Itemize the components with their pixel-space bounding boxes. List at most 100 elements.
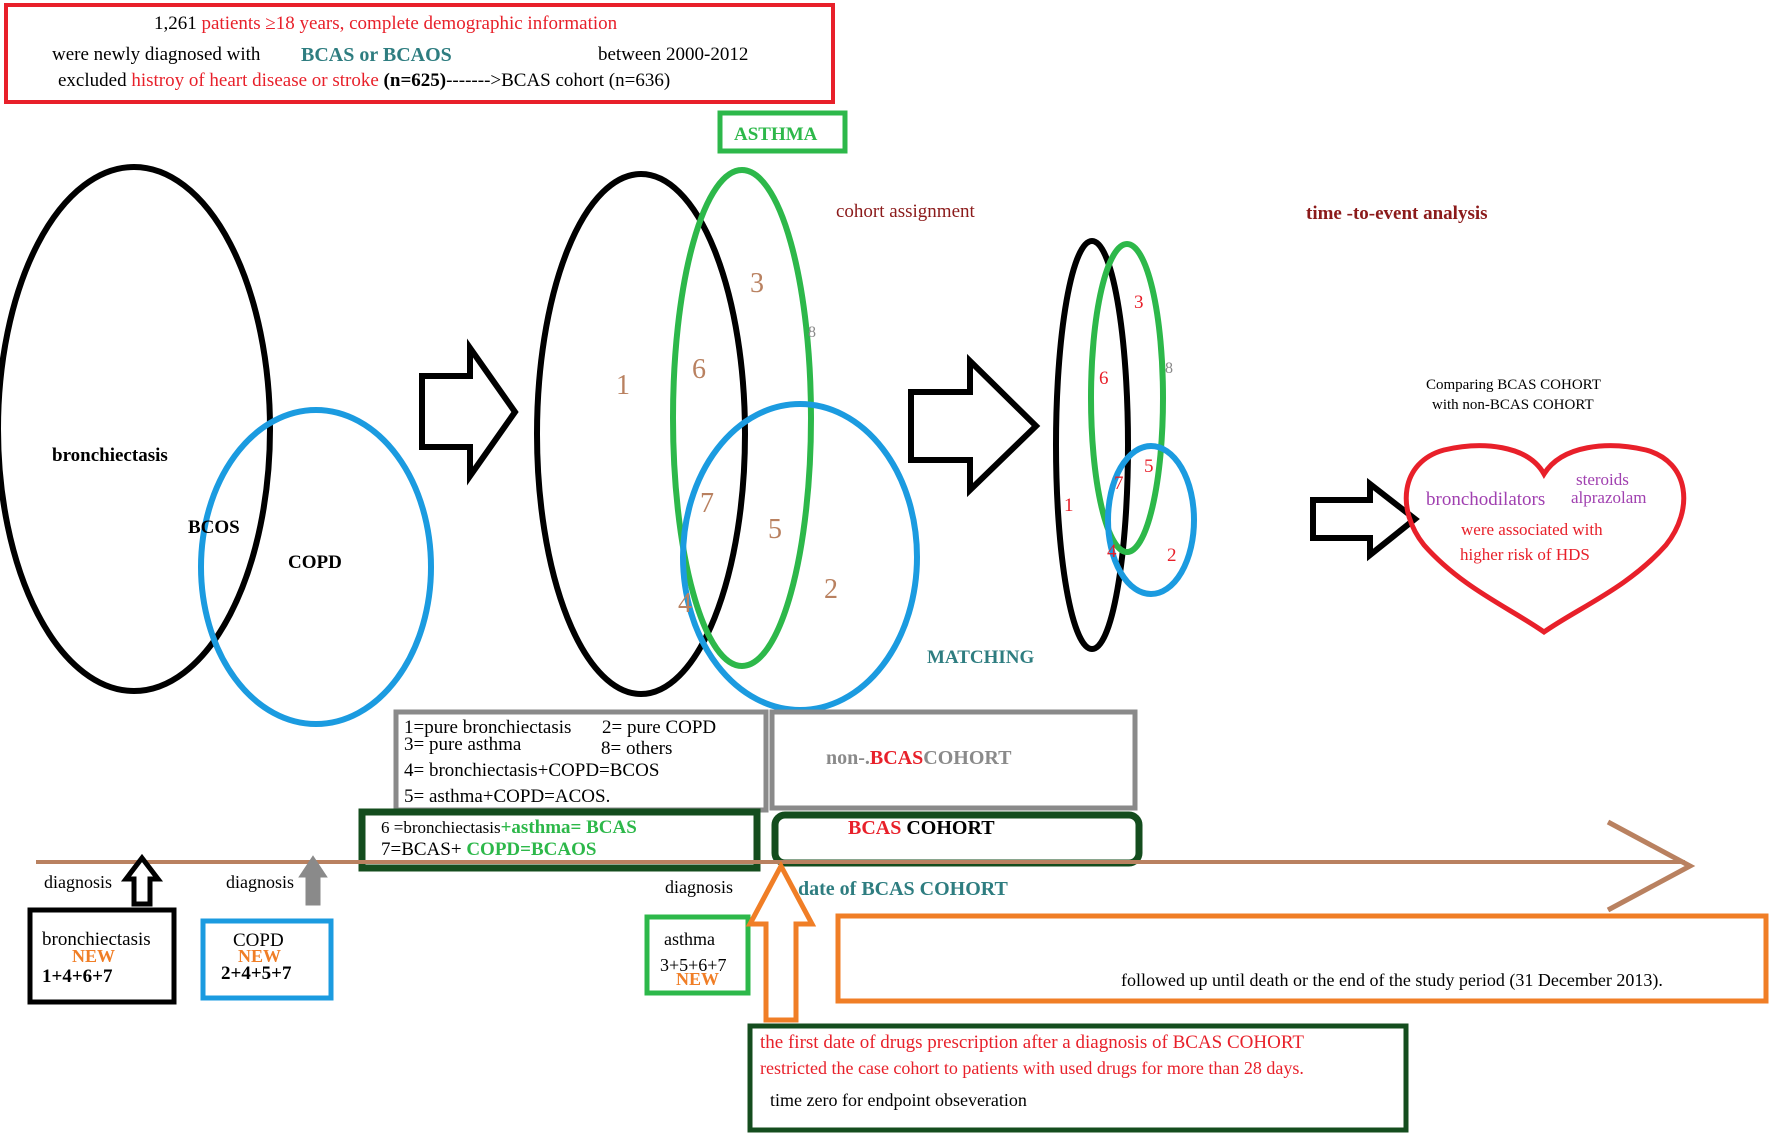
legend-6-a: 6 =bronchiectasis <box>381 818 501 837</box>
venn-diagram-1: bronchiectasis BCOS COPD <box>0 164 434 727</box>
bronchiectasis-ellipse <box>0 164 273 694</box>
region3-1: 1 <box>1064 495 1074 516</box>
association-line-1: were associated with <box>1461 520 1603 539</box>
bronchodilators-label: bronchodilators <box>1426 489 1545 510</box>
region-3: 3 <box>750 268 764 299</box>
svg-text:non-.BCASCOHORT: non-.BCASCOHORT <box>826 747 1012 769</box>
comparing-line-2: with non-BCAS COHORT <box>1432 397 1594 413</box>
header-diagnosis-name: BCAS or BCAOS <box>301 44 452 66</box>
svg-text:1,261 patients ≥18 years, comp: 1,261 patients ≥18 years, complete demog… <box>154 13 618 34</box>
drug-line-1: the first date of drugs prescription aft… <box>760 1032 1304 1053</box>
box-asthma-sum: 3+5+6+7 <box>660 955 726 975</box>
legend-6-b: +asthma= BCAS <box>501 817 637 838</box>
box-bronchiectasis-new: NEW <box>72 946 115 966</box>
legend-1: 1=pure bronchiectasis <box>404 717 571 738</box>
region-4: 4 <box>678 588 692 619</box>
region3-2: 2 <box>1167 545 1177 566</box>
region-5: 5 <box>768 514 782 545</box>
box-copd-sum: 2+4+5+7 <box>221 963 292 984</box>
header-period: between 2000-2012 <box>598 44 748 65</box>
legend-7-c: BCAOS <box>531 839 596 860</box>
non-bcas-cohort-word: COHORT <box>923 747 1012 769</box>
asthma-ellipse-3 <box>1088 241 1166 555</box>
box-asthma-title: asthma <box>664 929 715 949</box>
legend: 1=pure bronchiectasis 2= pure COPD 3= pu… <box>358 709 769 872</box>
patient-criteria: patients ≥18 years, complete demographic… <box>202 13 618 34</box>
bcas-word: BCAS <box>848 817 901 839</box>
venn-diagram-3: time -to-event analysis 1 2 3 4 5 6 7 8 <box>1053 203 1488 652</box>
asthma-title: ASTHMA <box>734 124 818 145</box>
bronchiectasis-ellipse-2 <box>534 171 748 697</box>
bronchiectasis-label: bronchiectasis <box>52 445 168 466</box>
box-asthma-new: NEW <box>676 969 719 989</box>
bcas-date-arrow <box>745 860 817 1023</box>
non-bcas-word: BCAS <box>870 747 923 769</box>
legend-3: 3= pure asthma <box>404 734 522 755</box>
box-bronchiectasis-sum: 1+4+6+7 <box>42 966 113 987</box>
legend-7-a: 7=BCAS+ <box>381 839 462 860</box>
region3-8: 8 <box>1165 360 1173 377</box>
diagnosis-2-label: diagnosis <box>226 872 294 892</box>
region-1: 1 <box>616 370 630 401</box>
comparing-line-1: Comparing BCAS COHORT <box>1426 377 1601 393</box>
region3-3: 3 <box>1134 292 1144 313</box>
region3-6: 6 <box>1099 368 1109 389</box>
result-section: Comparing BCAS COHORT with non-BCAS COHO… <box>1403 377 1687 636</box>
asthma-ellipse-2 <box>670 167 814 669</box>
legend-4: 4= bronchiectasis+COPD=BCOS <box>404 760 659 781</box>
diagnosis-3-label: diagnosis <box>665 877 733 897</box>
heart-shape <box>1403 443 1687 636</box>
timeline: diagnosis bronchiectasis NEW 1+4+6+7 dia… <box>27 819 1769 1133</box>
svg-text:6 =bronchiectasis+asthma= BCAS: 6 =bronchiectasis+asthma= BCAS <box>381 817 637 838</box>
arrow-3 <box>1310 477 1420 562</box>
steroids-label: steroids <box>1576 470 1629 489</box>
region-7: 7 <box>700 488 714 519</box>
copd-label: COPD <box>288 552 342 573</box>
svg-text:BCAS COHORT: BCAS COHORT <box>848 817 995 839</box>
followup-text: followed up until death or the end of th… <box>1121 970 1663 991</box>
bcas-cohort-word: COHORT <box>906 817 995 839</box>
legend-5: 5= asthma+COPD=ACOS. <box>404 786 610 807</box>
box-bronchiectasis-title: bronchiectasis <box>42 929 151 950</box>
region-6: 6 <box>692 354 706 385</box>
copd-ellipse <box>198 407 434 727</box>
timeline-arrowhead <box>1606 819 1696 913</box>
box-copd-new: NEW <box>238 946 281 966</box>
arrow-1 <box>419 338 519 486</box>
header-excluded-history: histroy of heart disease or stroke <box>131 70 378 91</box>
diagnosis-1-arrow <box>120 853 164 907</box>
patient-count: 1,261 <box>154 13 197 34</box>
alprazolam-label: alprazolam <box>1571 488 1647 507</box>
legend-2: 2= pure COPD <box>602 717 716 738</box>
header-cohort-result: ------->BCAS cohort (n=636) <box>446 70 670 91</box>
association-line-2: higher risk of HDS <box>1460 545 1590 564</box>
box-copd-title: COPD <box>233 930 284 951</box>
region3-4: 4 <box>1107 541 1117 562</box>
region-8: 8 <box>808 324 816 341</box>
cohorts: non-.BCASCOHORT BCAS COHORT <box>769 709 1143 867</box>
header-box: 1,261 patients ≥18 years, complete demog… <box>4 3 835 104</box>
copd-ellipse-3 <box>1105 443 1197 597</box>
diagnosis-2-arrow <box>298 855 328 906</box>
legend-8: 8= others <box>601 738 672 759</box>
region3-7: 7 <box>1114 473 1124 494</box>
region3-5: 5 <box>1144 456 1154 477</box>
non-prefix: non-. <box>826 747 870 769</box>
svg-text:7=BCAS+ COPD=BCAOS: 7=BCAS+ COPD=BCAOS <box>381 839 596 860</box>
cohort-assignment-label: cohort assignment <box>836 201 976 222</box>
region-2: 2 <box>824 574 838 605</box>
diagnosis-1-label: diagnosis <box>44 872 112 892</box>
bcos-label: BCOS <box>188 517 240 538</box>
drug-line-3: time zero for endpoint obseveration <box>770 1090 1027 1110</box>
matching-label: MATCHING <box>927 647 1035 668</box>
header-diagnosed-text: were newly diagnosed with <box>52 44 261 65</box>
legend-7-b: COPD= <box>466 839 531 860</box>
header-excluded-word: excluded <box>58 70 127 91</box>
svg-text:excluded histroy of heart dise: excluded histroy of heart disease or str… <box>58 70 670 91</box>
arrow-2 <box>908 353 1041 498</box>
bronchiectasis-ellipse-3 <box>1053 238 1131 652</box>
time-to-event-label: time -to-event analysis <box>1306 203 1488 224</box>
drug-line-2: restricted the case cohort to patients w… <box>760 1058 1304 1078</box>
header-excluded-n: (n=625) <box>384 70 447 91</box>
